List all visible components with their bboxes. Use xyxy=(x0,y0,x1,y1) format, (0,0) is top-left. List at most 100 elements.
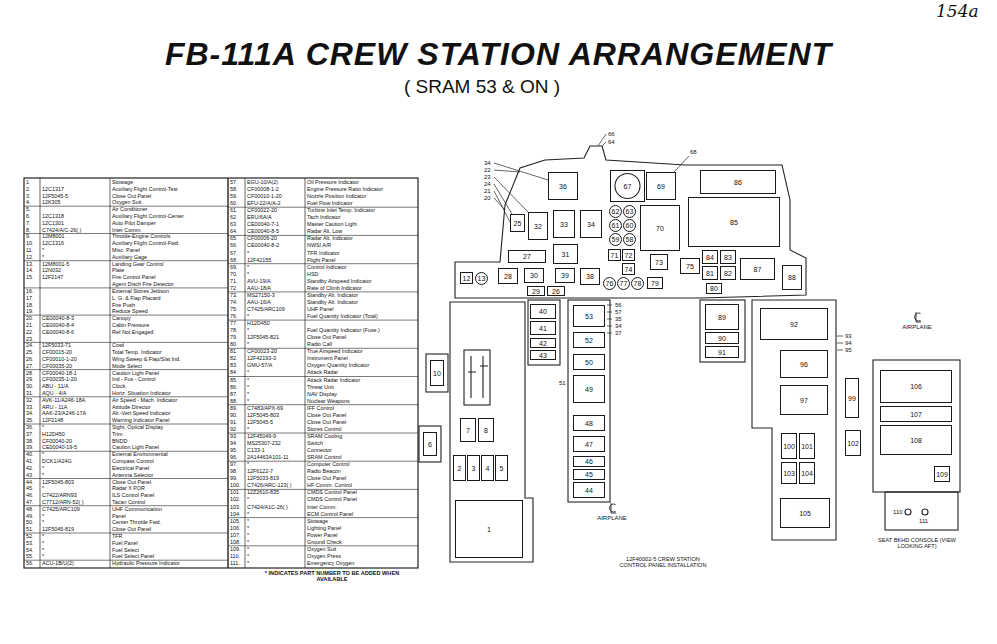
item-description: Sight, Optical Display xyxy=(112,424,163,431)
item-description: Fuel Quantity Indicator (Fuse.) xyxy=(307,327,380,334)
panel-box: 74 xyxy=(622,263,635,275)
part-number: C133-1 xyxy=(247,447,265,454)
gauge-circle: 13 xyxy=(475,272,488,285)
gauge-circle: 62 xyxy=(609,205,622,218)
part-number: 12C1316 xyxy=(42,240,64,247)
item-number: 104. xyxy=(230,511,241,518)
part-number: * xyxy=(247,377,249,384)
part-number: CF00010-1-20 xyxy=(247,193,282,200)
panel-number: 85 xyxy=(730,219,738,226)
part-number: 12F5033-819 xyxy=(247,475,279,482)
leader-line xyxy=(494,177,528,212)
panel-number: 49 xyxy=(585,386,593,393)
callout-number: 64 xyxy=(608,139,615,146)
item-number: 81. xyxy=(230,348,238,355)
item-description: Attack Radar xyxy=(307,369,338,376)
gauge-circle: 60 xyxy=(623,219,636,232)
panel-box: 29 xyxy=(527,286,545,296)
item-number: 110. xyxy=(230,553,240,560)
panel-box: 47 xyxy=(573,436,605,452)
part-number: C7426/ARC-123( ) xyxy=(247,482,292,489)
leader-lines xyxy=(494,134,843,350)
panel-number: 84 xyxy=(706,254,714,261)
part-number: * xyxy=(247,525,249,532)
item-number: 91. xyxy=(230,419,238,426)
panel-box: 104 xyxy=(799,462,815,484)
item-description: External Stores Jettison xyxy=(112,288,169,295)
panel-box: 40 xyxy=(530,304,556,319)
part-number: 12F5045-803 xyxy=(42,479,74,486)
part-number: * xyxy=(247,264,249,271)
part-number: CE00040-19-5 xyxy=(42,444,77,451)
item-description: ECM Control Panel xyxy=(307,511,353,518)
item-description: Wing Sweep & Flap/Slat Ind. xyxy=(112,356,181,363)
part-number: 12F42155 xyxy=(247,257,271,264)
item-description: Auxiliary Flight Control-Fwd. xyxy=(112,240,179,247)
panel-box: 102 xyxy=(845,430,861,456)
item-description: Close Out Panel xyxy=(307,334,346,341)
panel-box: 79 xyxy=(647,277,663,289)
item-number: 102. xyxy=(230,496,241,503)
item-number: 74. xyxy=(230,299,238,306)
callout-number: 34 xyxy=(484,160,491,167)
item-number: 77. xyxy=(230,320,238,327)
cockpit-outline xyxy=(419,146,960,562)
item-number: 12. xyxy=(26,254,34,261)
panel-number: 47 xyxy=(585,441,593,448)
item-number: 22. xyxy=(26,329,34,336)
oxygen-fitting xyxy=(922,509,928,515)
item-description: Fuel Flow Indicator xyxy=(307,200,353,207)
panel-number: 36 xyxy=(559,183,567,190)
item-number: 79. xyxy=(230,334,238,341)
panel-box: 67 xyxy=(610,170,645,202)
item-description: Computer Control xyxy=(307,461,350,468)
throttle-lever xyxy=(468,356,488,398)
item-description: Antenna Selector xyxy=(112,472,153,479)
part-number: 12K305 xyxy=(42,199,61,206)
item-description: UHF Panel xyxy=(307,306,333,313)
panel-number: 59 xyxy=(612,236,620,243)
panel-box: 38 xyxy=(580,268,600,285)
item-description: Stowage xyxy=(307,518,328,525)
part-number: AAU-16/A xyxy=(247,299,271,306)
panel-box: 3 xyxy=(467,455,480,481)
item-number: 50. xyxy=(26,519,34,526)
item-description: Oil Pressure Indicator xyxy=(307,179,359,186)
panel-box: 1 xyxy=(455,500,523,558)
part-number: * xyxy=(42,533,44,540)
item-description: Threat Unit xyxy=(307,384,334,391)
callout-number: 110 xyxy=(893,509,903,516)
panel-number: 73 xyxy=(655,259,663,266)
part-number: C7425/ARC109 xyxy=(42,506,80,513)
item-description: Tach Indicator xyxy=(307,214,341,221)
item-number: 11. xyxy=(26,247,33,254)
item-description: BNDD xyxy=(112,438,127,445)
panel-box: 87 xyxy=(740,258,775,280)
item-description: Nuclear Weapons xyxy=(307,398,350,405)
item-description: Switch xyxy=(307,440,323,447)
item-description: Turbine Inlet Temp. Indicator xyxy=(307,207,375,214)
item-number: 14. xyxy=(26,267,34,274)
item-description: Oxygen Quantity Indicator xyxy=(307,362,369,369)
item-description: ILS Control Panel xyxy=(112,492,154,499)
panel-number: 96 xyxy=(800,361,808,368)
part-number: 12Z2610-835 xyxy=(247,489,279,496)
leader-line xyxy=(598,134,606,146)
right-console-outline xyxy=(752,300,836,540)
instrument-panel-outline xyxy=(455,146,806,298)
item-description: Auxiliary Flight Control-Test xyxy=(112,186,178,193)
panel-number: 103 xyxy=(783,470,795,477)
item-number: 44. xyxy=(26,479,34,486)
callout-number: 56 xyxy=(615,302,622,309)
item-number: 59. xyxy=(230,193,238,200)
part-number: * xyxy=(42,553,44,560)
part-number: * xyxy=(247,539,249,546)
panel-number: 86 xyxy=(734,179,742,186)
part-number: 12M8001-5 xyxy=(42,261,69,268)
item-description: NWSI A/R xyxy=(307,242,331,249)
part-number: CE00040-8-3 xyxy=(42,315,74,322)
item-number: 34. xyxy=(26,410,34,417)
item-description: Emergency Oxygen xyxy=(307,560,354,567)
panel-number: 105 xyxy=(799,510,811,517)
panel-box: 97 xyxy=(780,385,828,415)
